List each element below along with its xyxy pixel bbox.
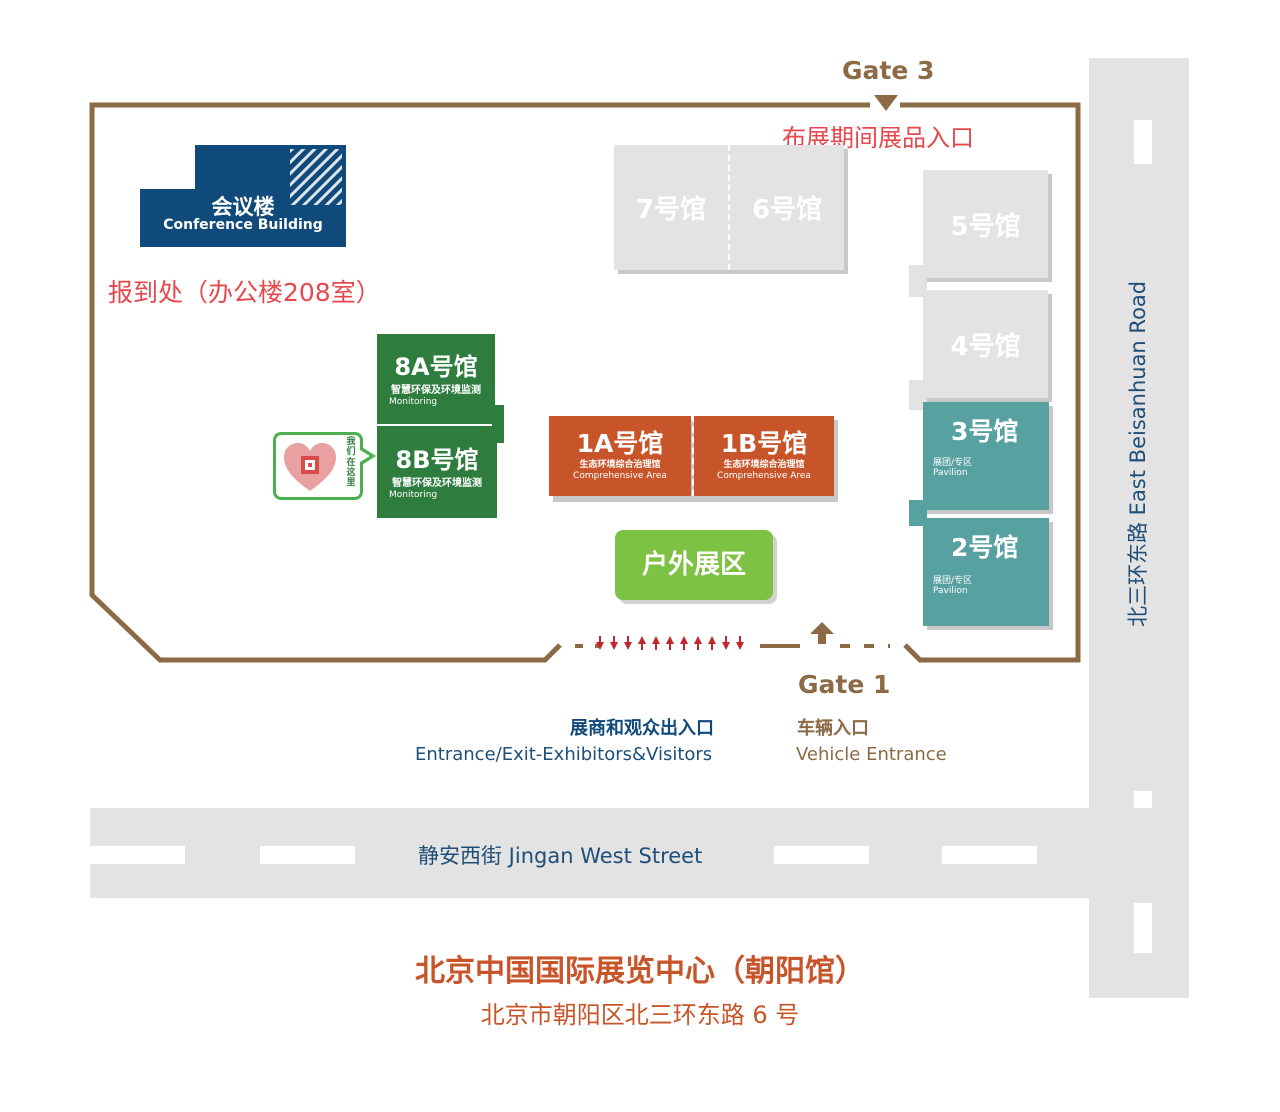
hall-4[interactable]: 4号馆 [923, 290, 1048, 398]
registration-note: 报到处（办公楼208室） [108, 278, 381, 307]
hall-8a[interactable]: 8A号馆 智慧环保及环境监测 Monitoring [377, 334, 495, 424]
conference-title-cn: 会议楼 [211, 195, 275, 219]
gate-3-arrow-icon [874, 95, 898, 111]
hall-7[interactable]: 7号馆 [635, 195, 707, 225]
gate-1-arrow-icon [810, 622, 834, 644]
vehicle-entrance-cn: 车辆入口 [797, 718, 869, 739]
hall-divider [728, 145, 730, 270]
hall-1b[interactable]: 1B号馆 生态环境综合治理馆 Comprehensive Area [694, 416, 834, 496]
visitor-entrance-cn: 展商和观众出入口 [570, 718, 714, 739]
outdoor-area[interactable]: 户外展区 [615, 530, 773, 600]
hall-5[interactable]: 5号馆 [923, 170, 1048, 278]
hall-6[interactable]: 6号馆 [751, 195, 823, 225]
hall-7-6-block[interactable]: 7号馆 6号馆 [614, 145, 844, 270]
footer-title: 北京中国国际展览中心（朝阳馆） [415, 954, 865, 989]
hall-connector [909, 500, 927, 526]
vehicle-entrance-en: Vehicle Entrance [796, 744, 947, 765]
conference-title-en: Conference Building [163, 217, 323, 233]
gate-1-label: Gate 1 [798, 670, 891, 699]
marker-text: 我 们 在 这 里 [346, 437, 356, 489]
entrance-arrows-icon [596, 636, 744, 650]
hall-8b[interactable]: 8B号馆 智慧环保及环境监测 Monitoring [377, 426, 497, 518]
south-road-label: 静安西街 Jingan West Street [418, 844, 703, 868]
hall-2[interactable]: 2号馆 展团/专区 Pavilion [923, 518, 1049, 626]
you-are-here-marker[interactable]: 我 们 在 这 里 [273, 432, 363, 500]
hall-3[interactable]: 3号馆 展团/专区 Pavilion [923, 402, 1049, 510]
hall-1-divider [692, 416, 694, 496]
hatch-pattern [290, 149, 342, 205]
marker-pointer-icon [360, 446, 376, 466]
gate-3-label: Gate 3 [842, 56, 935, 85]
visitor-entrance-en: Entrance/Exit-Exhibitors&Visitors [415, 744, 713, 765]
hall-connector [909, 380, 927, 410]
hall-connector [909, 265, 927, 297]
heart-qr-icon [284, 443, 336, 491]
conference-building[interactable]: 会议楼 Conference Building [140, 145, 346, 247]
hall-1a[interactable]: 1A号馆 生态环境综合治理馆 Comprehensive Area [549, 416, 691, 496]
footer-address: 北京市朝阳区北三环东路 6 号 [480, 1001, 800, 1029]
south-road [90, 808, 1189, 898]
